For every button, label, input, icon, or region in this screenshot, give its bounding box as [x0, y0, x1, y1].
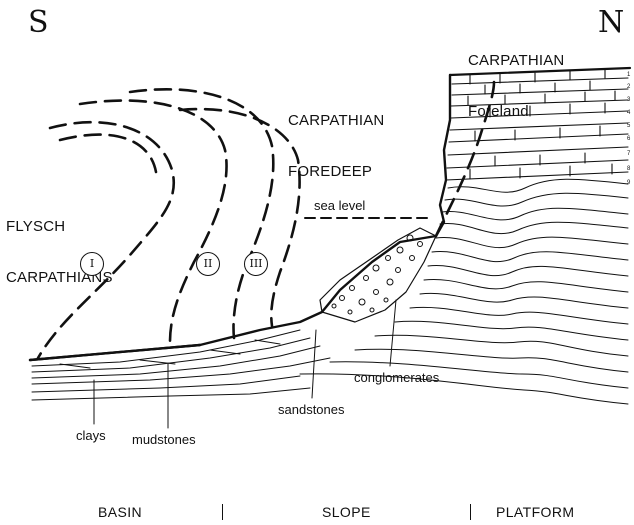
thrust-sheet-1: I: [80, 252, 104, 276]
south-label: S: [28, 8, 49, 38]
conglomerates-label: conglomerates: [354, 370, 439, 385]
zone-divider-2: [470, 504, 471, 520]
north-label: N: [598, 8, 624, 38]
flysch-label: FLYSCH CARPATHIANS: [6, 184, 113, 303]
layer-number-8: 8: [627, 166, 630, 172]
zone-basin-label: BASIN: [98, 504, 142, 520]
basin-floor: [30, 345, 200, 360]
layer-number-7: 7: [627, 151, 630, 157]
layer-number-9: 9: [627, 180, 630, 186]
sea-level-label: sea level: [314, 198, 365, 213]
zone-platform-label: PLATFORM: [496, 504, 574, 520]
foreland-label: CARPATHIAN Foreland: [468, 18, 564, 137]
basin-strata: [32, 330, 330, 400]
thrust-sheet-3: III: [244, 252, 268, 276]
layer-number-3: 3: [627, 97, 630, 103]
layer-number-2: 2: [627, 84, 630, 90]
foreland-label-line-2: Foreland: [468, 103, 564, 120]
layer-number-4: 4: [627, 110, 630, 116]
foredeep-label: CARPATHIAN FOREDEEP: [288, 78, 384, 197]
sandstones-label: sandstones: [278, 402, 345, 417]
foredeep-label-line-1: CARPATHIAN: [288, 112, 384, 129]
layer-number-1: 1: [627, 72, 630, 78]
foredeep-label-line-2: FOREDEEP: [288, 163, 384, 180]
layer-number-6: 6: [627, 136, 630, 142]
conglomerate-pebbles: [332, 235, 423, 314]
leader-lines: [94, 300, 396, 428]
flysch-label-line-1: FLYSCH: [6, 218, 113, 235]
clays-label: clays: [76, 428, 106, 443]
zone-divider-1: [222, 504, 223, 520]
zone-slope-label: SLOPE: [322, 504, 371, 520]
thrust-sheet-2: II: [196, 252, 220, 276]
mudstones-label: mudstones: [132, 432, 196, 447]
layer-number-5: 5: [627, 123, 630, 129]
foreland-label-line-1: CARPATHIAN: [468, 52, 564, 69]
